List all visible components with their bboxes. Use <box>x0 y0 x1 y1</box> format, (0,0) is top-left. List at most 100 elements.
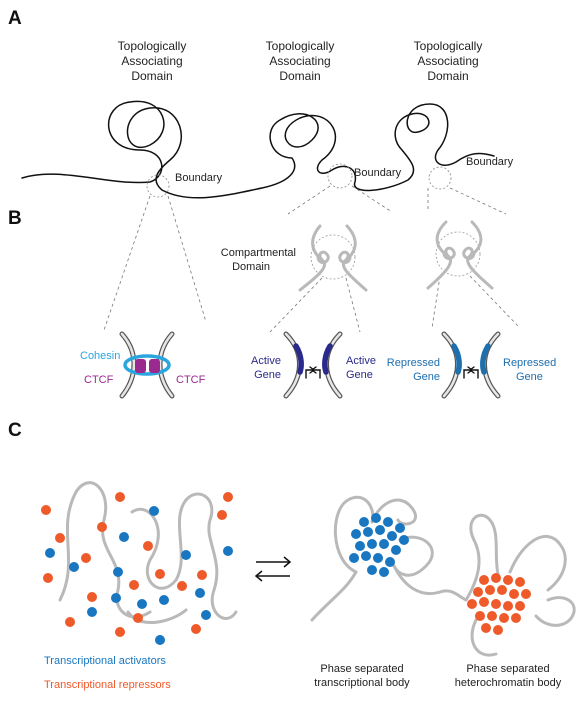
repressor-particle <box>491 573 501 583</box>
transcriptional-body-label: Phase separated transcriptional body <box>314 663 410 689</box>
transcriptional-body-label-line2: transcriptional body <box>314 677 410 689</box>
compartmental-domain-active <box>298 224 368 292</box>
forward-arrow-head-icon <box>283 556 292 568</box>
fiber-strand <box>130 498 188 590</box>
activator-particle <box>379 567 389 577</box>
projection-lines <box>103 185 519 333</box>
repressor-particle <box>485 585 495 595</box>
repressor-particle <box>515 577 525 587</box>
activator-particle <box>361 551 371 561</box>
repressed-gene-right-line2: Gene <box>516 371 543 383</box>
projection-line <box>167 195 207 323</box>
fiber-strand <box>392 535 434 577</box>
projection-line <box>351 185 393 213</box>
fiber-strand <box>534 596 576 627</box>
repressor-particle <box>473 587 483 597</box>
activator-particle <box>385 557 395 567</box>
tad-label-2-line1: Topologically <box>266 39 335 53</box>
repressed-gene-label-right: Repressed Gene <box>503 357 556 383</box>
active-gene-right-line2: Gene <box>346 369 373 381</box>
boundary-label-3: Boundary <box>466 156 514 168</box>
ctcf-label-right: CTCF <box>176 374 206 386</box>
repressor-particle <box>65 617 75 627</box>
tss-arrow-icon <box>313 369 321 379</box>
repressor-particle <box>467 599 477 609</box>
heterochromatin-body-label-line2: heterochromatin body <box>455 677 562 689</box>
ctcf-protein <box>135 359 146 373</box>
activator-particle <box>137 599 147 609</box>
repressor-particle <box>503 601 513 611</box>
legend-repressors: Transcriptional repressors <box>44 679 171 691</box>
repressor-particle <box>133 613 143 623</box>
repressor-particle <box>497 585 507 595</box>
repressor-particle <box>129 580 139 590</box>
fiber-strand <box>120 332 136 398</box>
active-gene-right-line1: Active <box>346 355 376 367</box>
activator-particle <box>355 541 365 551</box>
fiber-strand <box>470 618 498 657</box>
activator-particle <box>45 548 55 558</box>
repressed-gene-left-line2: Gene <box>413 371 440 383</box>
chromatin-fiber <box>21 100 495 199</box>
tad-label-2-line2: Associating <box>269 54 330 68</box>
activator-particle <box>379 539 389 549</box>
repressor-particle <box>97 522 107 532</box>
activator-particle <box>371 513 381 523</box>
tad-label-3-line3: Domain <box>427 69 468 83</box>
repressor-particle <box>503 575 513 585</box>
fiber-knot <box>316 250 330 264</box>
boundary-circle-3 <box>428 166 452 190</box>
repressed-gene-segment <box>480 343 491 375</box>
active-gene-pair <box>283 331 343 399</box>
fiber-strand <box>126 608 188 625</box>
fiber-strand <box>58 490 78 602</box>
boundary-circles <box>146 163 452 198</box>
active-gene-label-right: Active Gene <box>346 355 376 381</box>
tad-label-1: Topologically Associating Domain <box>118 39 187 83</box>
tad-label-3: Topologically Associating Domain <box>414 39 483 83</box>
repressor-particle <box>41 505 51 515</box>
activator-particle <box>181 550 191 560</box>
protein-particles <box>41 492 531 645</box>
repressor-particle <box>155 569 165 579</box>
fiber-strand <box>158 332 174 398</box>
projection-line <box>269 277 323 333</box>
reverse-arrow-head-icon <box>254 570 263 582</box>
repressor-particle <box>475 611 485 621</box>
activator-particle <box>359 517 369 527</box>
boundary-circle-1 <box>146 174 170 198</box>
compartmental-label-line1: Compartmental <box>221 247 296 259</box>
activator-particle <box>159 595 169 605</box>
compartmental-domain-repressed <box>426 220 494 290</box>
heterochromatin-body-label: Phase separated heterochromatin body <box>455 663 562 689</box>
repressor-particle <box>143 541 153 551</box>
legend-activators: Transcriptional activators <box>44 655 166 667</box>
tss-arrow-icon <box>305 369 313 379</box>
dispersed-chromatin <box>58 481 238 625</box>
tad-label-2-line3: Domain <box>279 69 320 83</box>
boundary-label-1: Boundary <box>175 172 223 184</box>
activator-particle <box>149 506 159 516</box>
repressor-particle <box>493 625 503 635</box>
repressor-particle <box>487 611 497 621</box>
projection-line <box>103 195 151 331</box>
repressor-particle <box>481 623 491 633</box>
fiber-knot <box>462 246 476 260</box>
boundary-circle-2 <box>327 163 353 189</box>
active-gene-segment <box>293 343 304 375</box>
repressor-particle <box>115 627 125 637</box>
fiber-strand <box>334 496 375 574</box>
heterochromatin-body-chromatin <box>464 513 576 657</box>
activator-particle <box>113 567 123 577</box>
panel-label-a: A <box>8 8 22 29</box>
projection-line <box>287 185 331 215</box>
activator-particle <box>395 523 405 533</box>
projection-line <box>449 187 507 215</box>
activator-particle <box>375 525 385 535</box>
ctcf-cohesin-loop-anchor <box>119 331 175 399</box>
activator-particle <box>69 562 79 572</box>
fiber-strand <box>184 492 219 592</box>
boundary-label-2: Boundary <box>354 167 402 179</box>
active-gene-segment <box>322 343 333 375</box>
